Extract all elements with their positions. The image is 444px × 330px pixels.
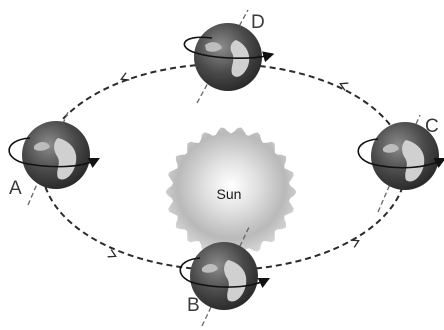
spin-arrow-a — [8, 137, 101, 169]
position-label-a: A — [9, 178, 22, 199]
earth-land-a — [54, 138, 77, 180]
sun-disc — [165, 127, 297, 257]
position-label-b: B — [187, 295, 200, 316]
spin-arrow-c — [357, 138, 444, 169]
earth-globe-b — [190, 242, 258, 310]
earth-position-b: B — [179, 224, 271, 327]
sun: Sun — [165, 127, 297, 257]
earth-land-b — [224, 260, 247, 302]
earth-land-d2 — [205, 42, 222, 52]
sun-label: Sun — [217, 186, 242, 202]
earth-land-b2 — [202, 263, 218, 273]
orbit-arrow-top-right — [339, 82, 349, 91]
earth-globe-d — [194, 23, 262, 91]
spin-arrow-d — [183, 36, 275, 63]
position-label-d: D — [251, 12, 265, 33]
earth-position-d: D — [183, 9, 275, 104]
spin-arrow-b — [179, 257, 271, 289]
earth-globe-a — [22, 121, 90, 189]
earth-land-c2 — [383, 143, 399, 153]
earth-position-c: C — [357, 114, 444, 213]
earth-position-a: A — [8, 111, 101, 206]
orbit-arrow-top-left — [120, 72, 130, 81]
position-label-c: C — [425, 116, 439, 137]
earth-axis-b — [201, 224, 251, 327]
earth-land-a2 — [34, 141, 50, 151]
earth-land-c — [402, 140, 425, 182]
